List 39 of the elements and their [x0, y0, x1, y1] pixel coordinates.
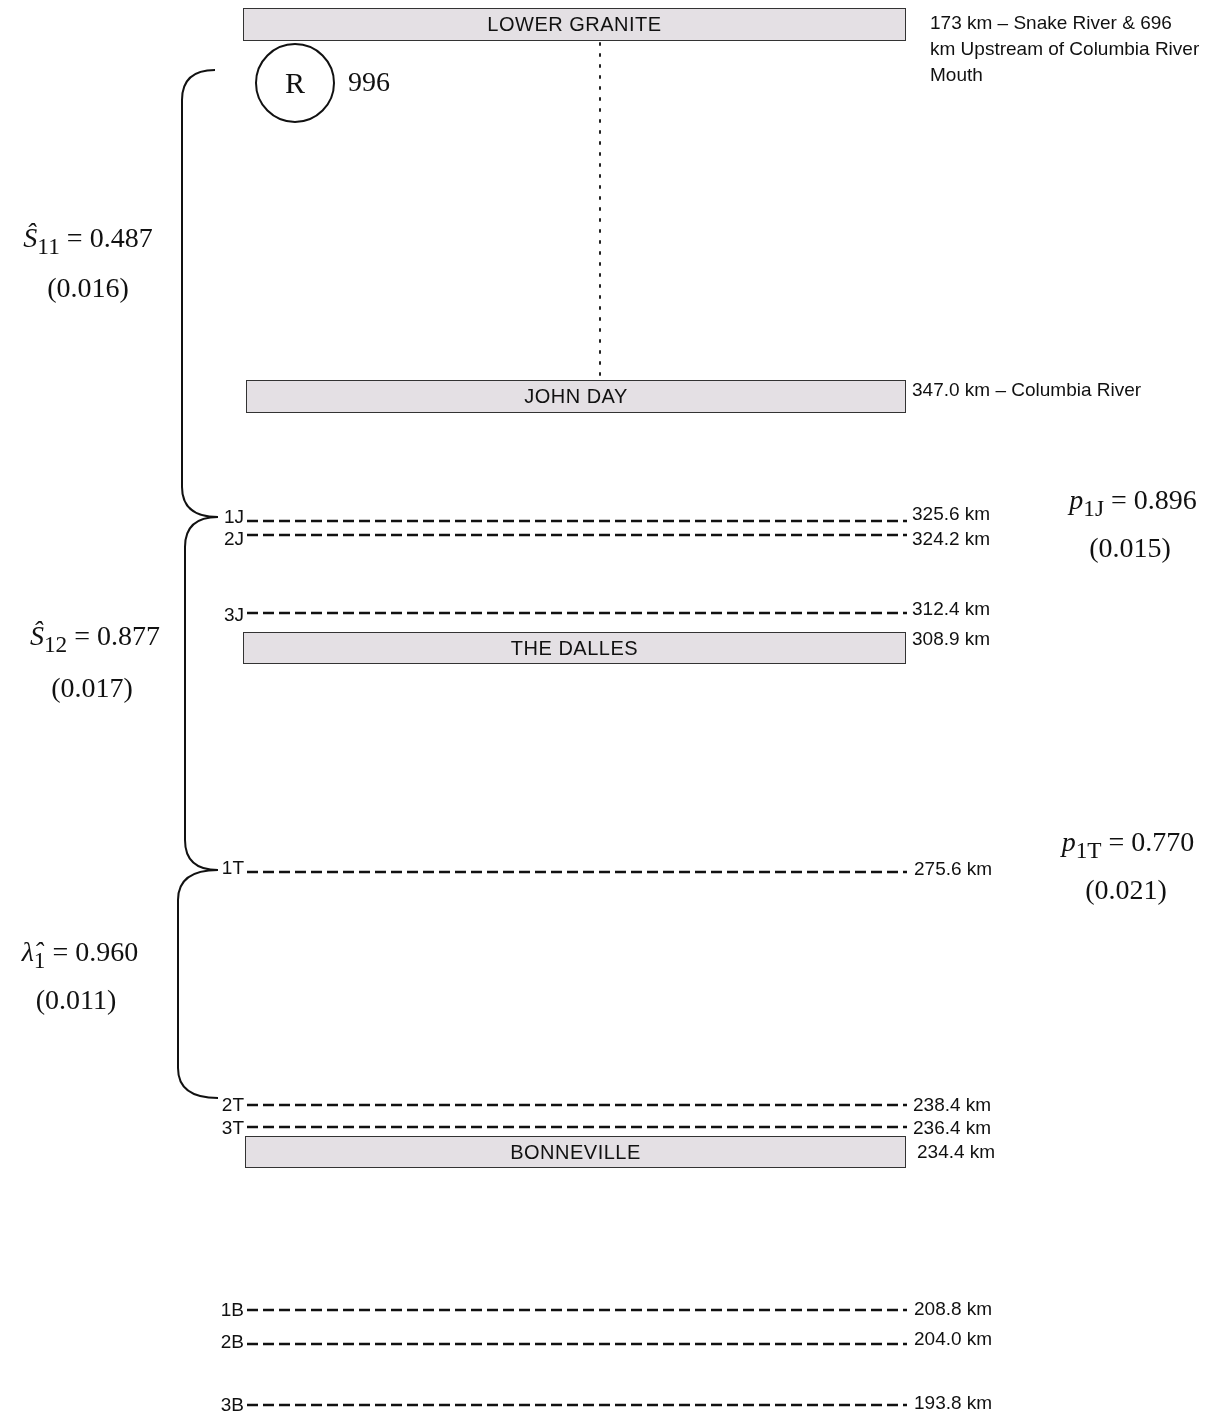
distance-label: 236.4 km — [913, 1117, 992, 1139]
array-code: 2J — [223, 528, 244, 550]
dam-bar: THE DALLES — [243, 632, 906, 664]
location-note: 347.0 km – Columbia River — [912, 379, 1142, 401]
array-code: 1B — [220, 1299, 244, 1321]
array-code: 3J — [223, 604, 244, 626]
dotted-line — [599, 42, 601, 379]
estimate: p$_{1T}$ = 0.770 — [1061, 826, 1195, 864]
estimate: λ̂$_{1}$ = 0.960 — [21, 936, 139, 974]
estimate: p$_{1J}$ = 0.896 — [1069, 484, 1197, 522]
release-site-circle: R — [255, 43, 335, 123]
estimate: Ŝ$_{11}$ = 0.487 — [23, 222, 153, 260]
location-note: 173 km – Snake River & 696 km Upstream of Columbia River Mouth — [930, 11, 1200, 87]
array-code: 3T — [221, 1117, 244, 1139]
estimate: Ŝ$_{12}$ = 0.877 — [29, 620, 161, 658]
distance-label: 204.0 km — [914, 1328, 993, 1350]
distance-label: 193.8 km — [914, 1392, 993, 1414]
dam-bar: JOHN DAY — [246, 380, 906, 413]
release-count: 996 — [348, 66, 390, 98]
standard-error: (0.015) — [1089, 532, 1171, 564]
standard-error: (0.011) — [35, 984, 117, 1016]
distance-label: 324.2 km — [912, 528, 991, 550]
standard-error: (0.017) — [51, 672, 133, 704]
array-code: 2B — [220, 1331, 244, 1353]
array-code: 1J — [223, 506, 244, 528]
distance-label: 275.6 km — [914, 858, 993, 880]
distance-label: 312.4 km — [912, 598, 991, 620]
distance-label: 238.4 km — [913, 1094, 992, 1116]
location-note: 234.4 km — [917, 1141, 996, 1163]
distance-label: 325.6 km — [912, 503, 991, 525]
distance-label: 208.8 km — [914, 1298, 993, 1320]
array-code: 1T — [221, 857, 244, 879]
standard-error: (0.016) — [47, 272, 129, 304]
dam-bar: BONNEVILLE — [245, 1136, 906, 1168]
array-code: 3B — [220, 1394, 244, 1416]
array-code: 2T — [221, 1094, 244, 1116]
dam-bar: LOWER GRANITE — [243, 8, 906, 41]
location-note: 308.9 km — [912, 628, 991, 650]
standard-error: (0.021) — [1085, 874, 1167, 906]
